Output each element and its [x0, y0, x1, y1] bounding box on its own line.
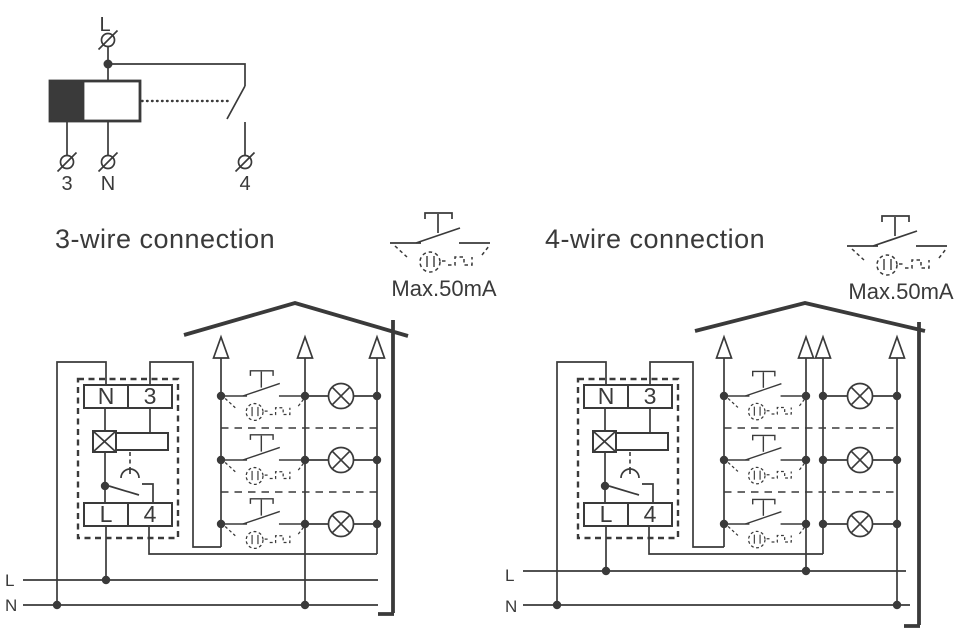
- diagram-4wire: N 3 L 4 L N: [505, 301, 926, 628]
- house-outline: [694, 301, 926, 628]
- device-terminal-n: N: [598, 383, 615, 409]
- device-terminal-3: 3: [644, 383, 657, 409]
- device-terminal-l: L: [600, 501, 613, 527]
- screw-terminal-icon: [97, 151, 119, 173]
- relay-coil-black-half: [50, 81, 84, 121]
- junction-dot: [892, 600, 902, 610]
- lamp-icon: [327, 382, 355, 410]
- relay-contact-blade: [226, 85, 246, 120]
- illuminated-push-button-icon: [389, 212, 491, 273]
- floor-row: [719, 434, 902, 485]
- junction-dot: [101, 575, 111, 585]
- diagram-3wire: N 3 L 4 L N: [5, 301, 409, 616]
- device-terminal-l: L: [100, 501, 113, 527]
- illuminated-push-button-icon: [846, 215, 948, 276]
- floor-row: [216, 370, 382, 422]
- relay-body: [48, 79, 142, 123]
- floor-row: [719, 498, 902, 549]
- junction-dot: [103, 59, 113, 69]
- junction-dot: [552, 600, 562, 610]
- device-terminal-3: 3: [144, 383, 157, 409]
- device-terminal-n: N: [98, 383, 115, 409]
- bus-label-neutral: N: [5, 596, 17, 615]
- overview-terminal3-label: 3: [61, 173, 72, 195]
- button-rating-label: Max.50mA: [848, 279, 953, 304]
- arrow-up-icon: [814, 336, 832, 359]
- lamp-icon: [327, 446, 355, 474]
- bus-label-live: L: [5, 571, 14, 590]
- lamp-icon: [327, 510, 355, 538]
- junction-dot: [601, 566, 611, 576]
- bus-label-live: L: [505, 566, 514, 585]
- floor-row: [719, 370, 902, 421]
- push-button-icon: [723, 434, 807, 485]
- arrow-up-icon: [715, 336, 733, 359]
- push-button-icon: [723, 498, 807, 549]
- junction-dot: [801, 566, 811, 576]
- screw-terminal-icon: [56, 151, 78, 173]
- arrow-up-icon: [212, 336, 230, 359]
- floor-separators: [724, 427, 897, 493]
- device-terminal-4: 4: [144, 501, 157, 527]
- section-title-4wire: 4-wire connection: [545, 224, 765, 254]
- arrow-up-icon: [797, 336, 815, 359]
- lamp-icon: [846, 446, 874, 474]
- push-button-icon: [723, 370, 807, 421]
- junction-dot: [300, 600, 310, 610]
- timer-device: [76, 377, 180, 540]
- floor-row: [216, 498, 382, 550]
- house-outline: [183, 301, 409, 616]
- timer-device: [576, 377, 680, 540]
- overview-terminal4-label: 4: [239, 173, 250, 195]
- button-rating-label: Max.50mA: [391, 276, 496, 301]
- floor-row: [216, 434, 382, 486]
- push-button-icon: [220, 370, 306, 422]
- overview-schematic: L 3 N 4: [48, 14, 256, 195]
- arrow-up-icon: [888, 336, 906, 359]
- overview-neutral-label: N: [101, 173, 115, 195]
- arrow-up-icon: [368, 336, 386, 359]
- bus-label-neutral: N: [505, 597, 517, 616]
- push-button-icon: [220, 498, 306, 550]
- lamp-icon: [846, 382, 874, 410]
- device-terminal-4: 4: [644, 501, 657, 527]
- lamp-icon: [846, 510, 874, 538]
- section-title-3wire: 3-wire connection: [55, 224, 275, 254]
- arrow-up-icon: [296, 336, 314, 359]
- junction-dot: [52, 600, 62, 610]
- screw-terminal-icon: [234, 151, 256, 173]
- external-wiring: [23, 357, 378, 606]
- push-button-icon: [220, 434, 306, 486]
- overview-live-label: L: [99, 14, 110, 36]
